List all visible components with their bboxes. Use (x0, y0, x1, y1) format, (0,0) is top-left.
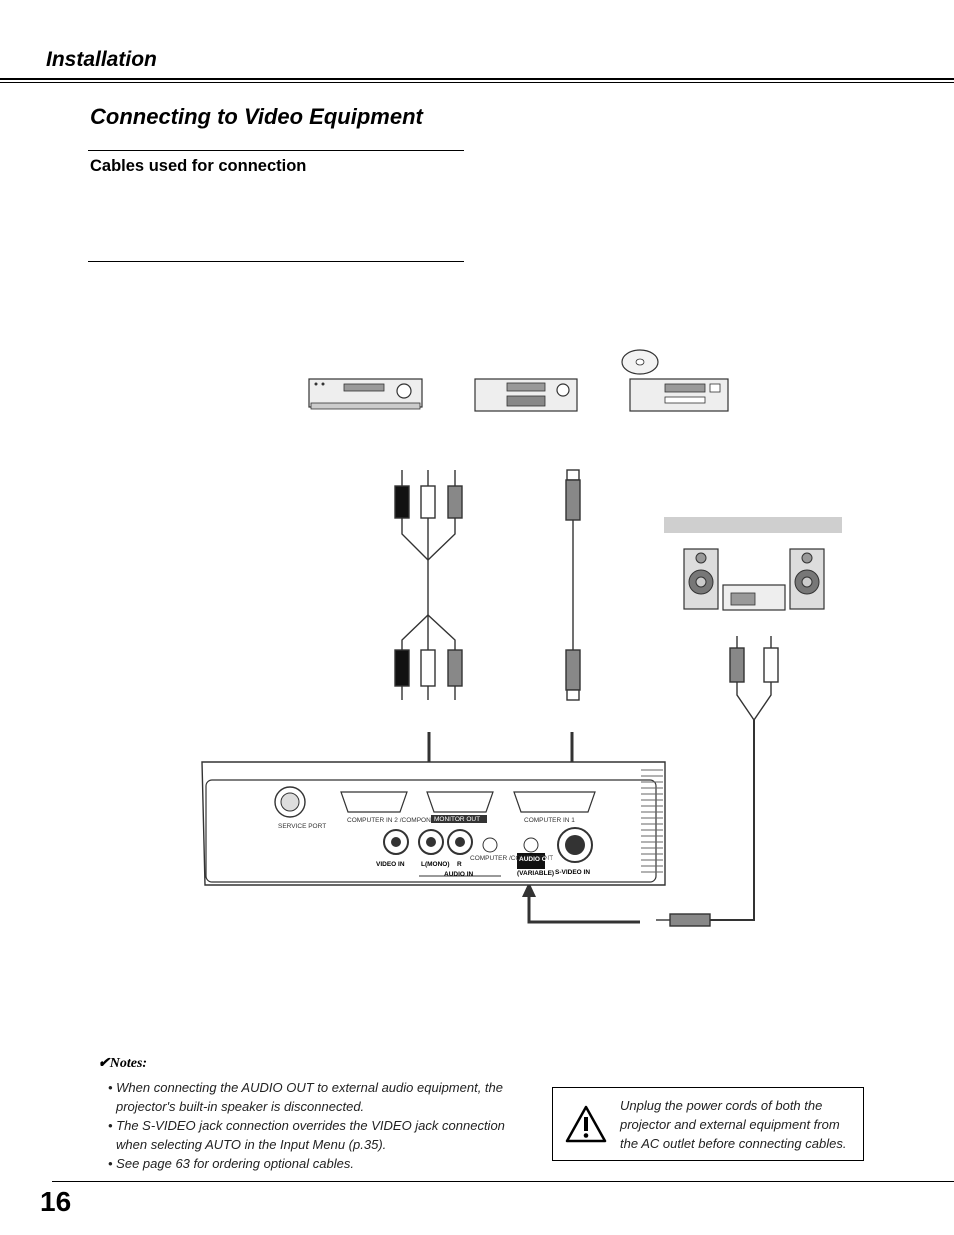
monitor-out-label: MONITOR OUT (434, 816, 480, 823)
s-video-cable (565, 469, 581, 701)
cables-rule-top (88, 150, 464, 151)
warning-icon (565, 1105, 607, 1143)
panel-labels: SERVICE PORT COMPUTER IN 2 /COMPONENT IN… (278, 816, 590, 878)
note-item: • The S-VIDEO jack connection overrides … (108, 1118, 505, 1152)
variable-label: (VARIABLE) (517, 870, 554, 877)
page-number: 16 (40, 1186, 72, 1217)
cables-rule-bottom (88, 261, 464, 262)
warning-text: Unplug the power cords of both the proje… (620, 1098, 847, 1151)
r-label: R (457, 861, 462, 868)
rca-cable-upper (394, 470, 463, 700)
footer-rule (52, 1181, 954, 1182)
video-in-label: VIDEO IN (376, 861, 405, 868)
cables-section-title: Cables used for connection (90, 157, 307, 175)
connection-diagram: SERVICE PORT COMPUTER IN 2 /COMPONENT IN… (201, 349, 842, 927)
vcr-device (308, 378, 423, 410)
projector-panel (201, 761, 666, 886)
notes-title: ✔Notes: (98, 1056, 148, 1071)
section-title: Installation (46, 48, 157, 71)
audio-out-label: AUDIO OUT (519, 856, 556, 863)
computer-in-1-label: COMPUTER IN 1 (524, 817, 575, 824)
audio-equipment (683, 548, 825, 611)
warning-box: Unplug the power cords of both the proje… (552, 1087, 864, 1161)
audio-label-bar (664, 517, 842, 533)
note-item: • When connecting the AUDIO OUT to exter… (108, 1080, 504, 1114)
computer-in-2-label: COMPUTER IN 2 /COMPONENT IN (347, 817, 452, 824)
audio-in-label: AUDIO IN (444, 871, 474, 878)
header-rule-thin (0, 82, 954, 83)
disc-player-device (474, 378, 578, 412)
computer-component-label: COMPUTER /COMPONENT (470, 855, 553, 862)
s-video-in-label: S-VIDEO IN (555, 869, 590, 876)
service-port-label: SERVICE PORT (278, 823, 326, 830)
header-rule (0, 78, 954, 80)
l-mono-label: L(MONO) (421, 861, 450, 868)
note-item: • See page 63 for ordering optional cabl… (108, 1156, 354, 1171)
audio-out-cable (656, 636, 779, 927)
page-heading: Connecting to Video Equipment (90, 104, 423, 129)
dvd-player-device (621, 349, 729, 412)
notes-list: • When connecting the AUDIO OUT to exter… (108, 1078, 528, 1173)
